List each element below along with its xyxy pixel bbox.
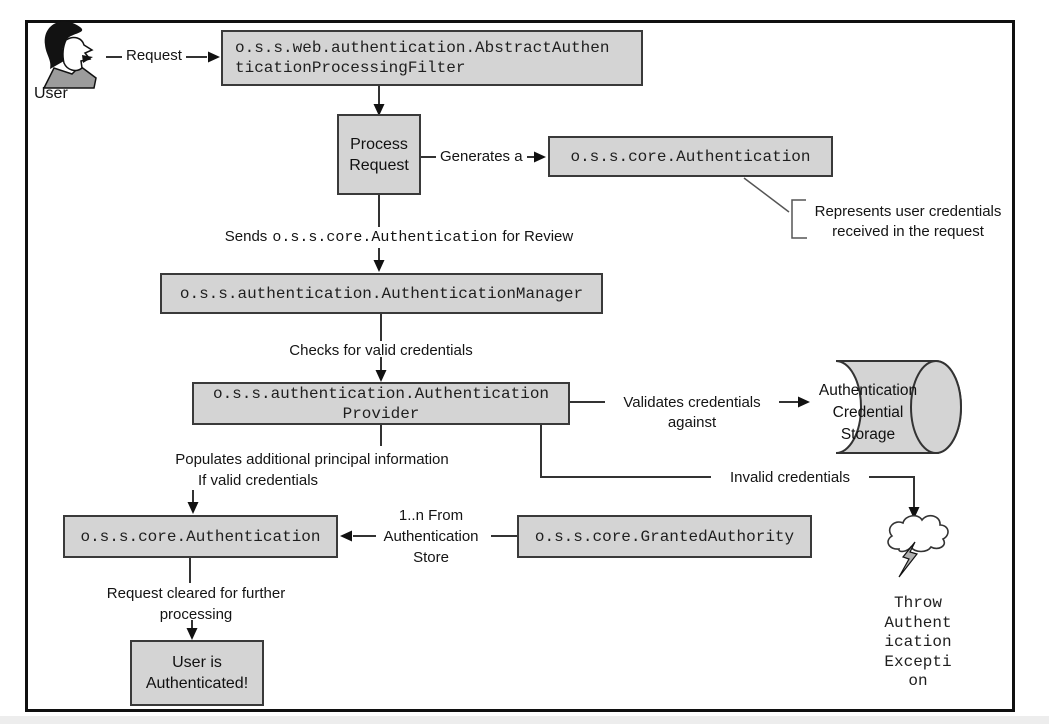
arrowhead-filter-process (373, 104, 385, 116)
arrowhead-sends (373, 260, 385, 272)
node-authentication-provider: o.s.s.authentication.Authentication Prov… (192, 382, 570, 425)
label-text: Store (413, 549, 449, 566)
note-represents-credentials: Represents user credentials received in … (802, 202, 1014, 242)
node-text: o.s.s.core.Authentication (570, 147, 811, 166)
node-text: Credential (832, 404, 904, 421)
edge-label-request: Request (122, 46, 186, 66)
node-text: o.s.s.web.authentication.AbstractAuthen (235, 39, 610, 57)
arrowhead-cleared (186, 628, 198, 640)
node-process-request: Process Request (337, 114, 421, 195)
node-text: User is (172, 654, 222, 671)
edge-label-invalid-credentials: Invalid credentials (711, 468, 869, 488)
arrowhead-generates (534, 151, 546, 163)
node-text: o.s.s.core.GrantedAuthority (534, 527, 795, 546)
label-text: for Review (502, 228, 574, 245)
node-core-authentication-top: o.s.s.core.Authentication (548, 136, 833, 177)
arrowhead-fromstore (340, 530, 352, 542)
exception-text: on (908, 672, 928, 690)
label-text: Request cleared for further (106, 585, 286, 602)
user-person-icon (42, 21, 97, 89)
lightning-bolt-icon (898, 541, 919, 578)
node-text: o.s.s.authentication.Authentication (212, 384, 550, 403)
node-text: Process (350, 135, 408, 153)
label-text: 1..n From (398, 507, 464, 524)
label-text: against (667, 414, 717, 431)
edge-label-cleared: Request cleared for further processing (76, 583, 316, 625)
exception-text: Authent (884, 613, 952, 632)
node-granted-authority: o.s.s.core.GrantedAuthority (517, 515, 812, 558)
edge-label-populates-line1: Populates additional principal informati… (175, 451, 449, 468)
arrowhead-validates (798, 396, 810, 408)
label-text: Validates credentials (623, 394, 761, 411)
user-label: User (34, 85, 68, 102)
label-code-text: o.s.s.core.Authentication (272, 229, 498, 246)
arrowhead-request (208, 51, 220, 63)
node-text: Authenticated! (145, 675, 249, 692)
note-text: received in the request (832, 223, 984, 240)
arrowhead-checks (375, 370, 387, 382)
label-text: Authentication (383, 528, 479, 545)
exception-text: Throw (893, 594, 942, 612)
node-text: Provider (342, 404, 420, 423)
edge-label-validates: Validates credentials against (605, 393, 779, 433)
cloud-lightning-icon (887, 514, 949, 578)
node-text: ticationProcessingFilter (235, 59, 466, 77)
node-user-authenticated: User is Authenticated! (130, 640, 264, 706)
database-cylinder-icon (835, 360, 962, 454)
node-text: o.s.s.core.Authentication (80, 527, 321, 546)
node-abstract-authentication-processing-filter: o.s.s.web.authentication.AbstractAuthen … (221, 30, 643, 86)
exception-text: Excepti (884, 652, 952, 671)
note-text: Represents user credentials (814, 203, 1002, 220)
node-credential-storage-label: Authentication Credential Storage (800, 380, 936, 446)
diagram-frame (25, 20, 1015, 712)
note-leader-line (743, 177, 790, 213)
edge-label-generates: Generates a (436, 147, 527, 167)
edge-label-populates-line2: If valid credentials (197, 472, 319, 489)
arrowhead-populates (187, 502, 199, 514)
edge-label-from-store: 1..n From Authentication Store (372, 505, 490, 568)
error-cloud (887, 514, 949, 553)
edge-label-checks: Checks for valid credentials (289, 342, 473, 359)
node-authentication-manager: o.s.s.authentication.AuthenticationManag… (160, 273, 603, 314)
exception-text: ication (884, 633, 952, 651)
node-text: Storage (840, 426, 896, 443)
note-bracket (791, 199, 807, 239)
label-text: processing (159, 606, 233, 623)
throw-exception-label: Throw Authent ication Excepti on (858, 594, 978, 692)
node-text: Request (349, 156, 409, 174)
node-text: o.s.s.authentication.AuthenticationManag… (179, 284, 584, 303)
node-core-authentication-bottom: o.s.s.core.Authentication (63, 515, 338, 558)
node-text: Authentication (818, 382, 918, 399)
label-text: Sends (224, 228, 268, 245)
page-bottom-strip (0, 716, 1049, 724)
arrowhead-invalid (908, 507, 920, 519)
